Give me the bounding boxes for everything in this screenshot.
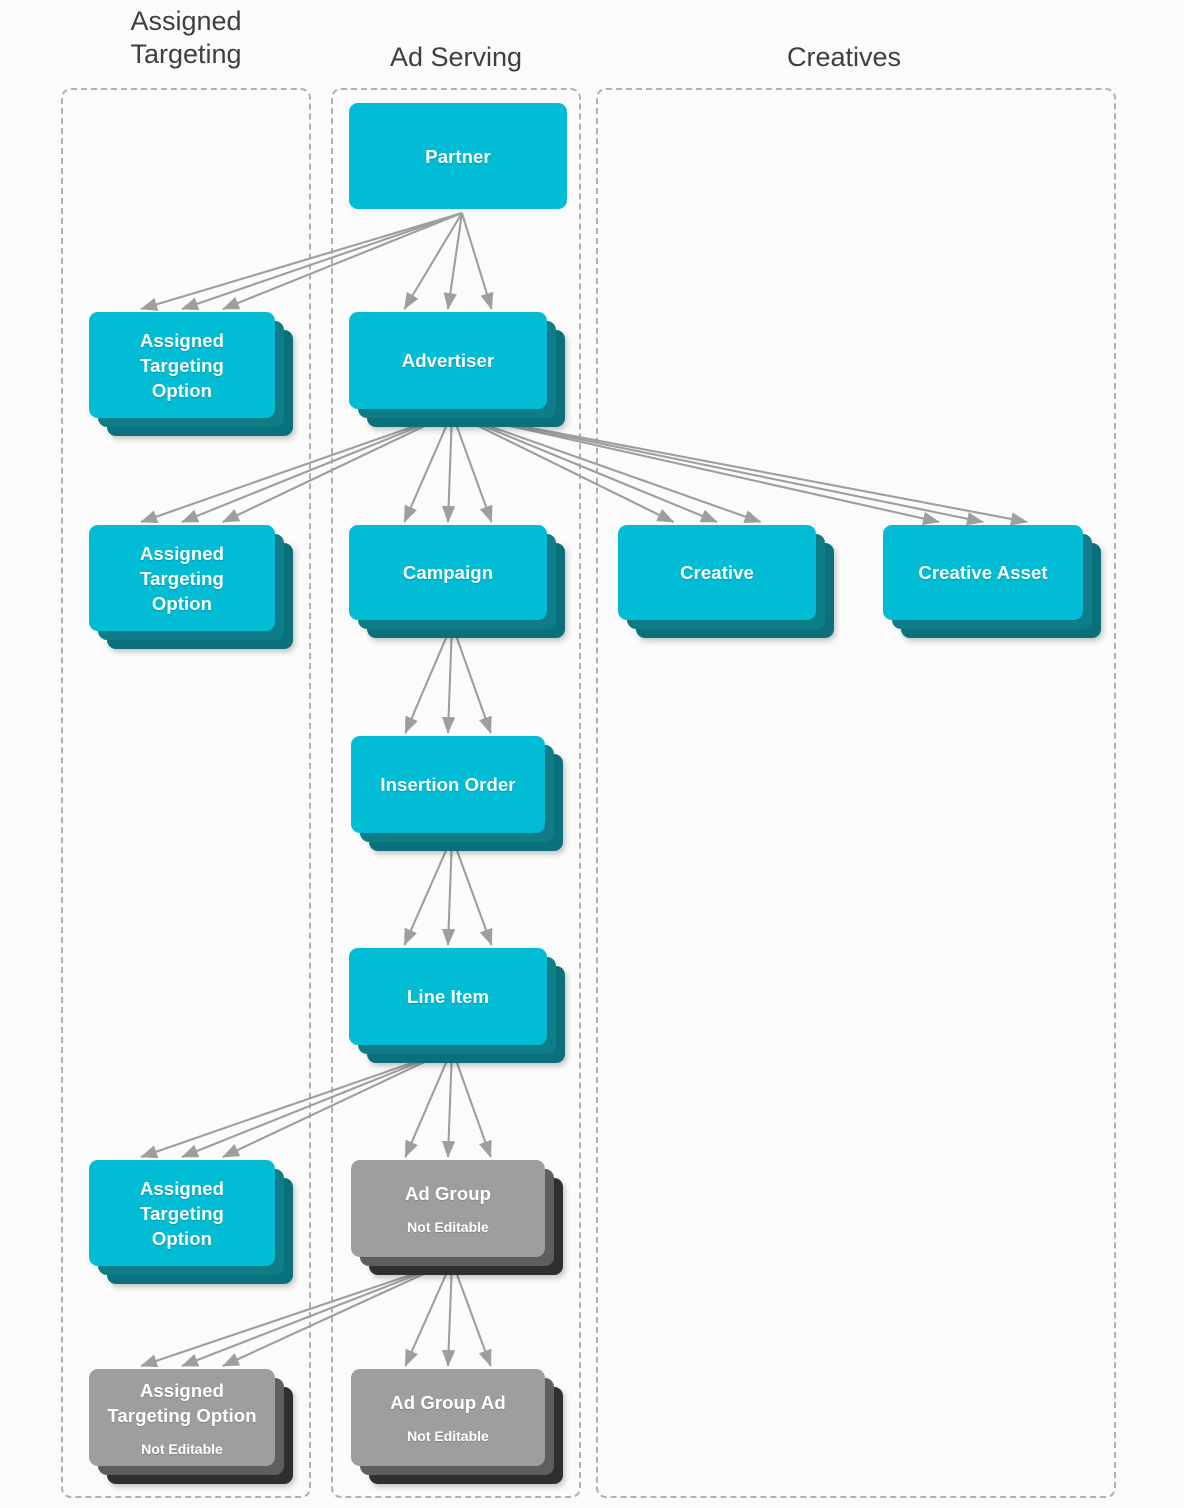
node-line-item[interactable]: Line Item xyxy=(349,948,565,1063)
node-title: Ad Group Ad xyxy=(390,1392,506,1413)
group-box-creatives xyxy=(596,88,1116,1498)
edge-advertiser-to-creative-asset xyxy=(451,411,940,526)
node-face[interactable]: Assigned Targeting Option xyxy=(89,312,275,418)
edge-ad-group-to-ad-group-ad xyxy=(404,1260,453,1367)
node-face[interactable]: Advertiser xyxy=(349,312,547,409)
edge-advertiser-to-campaign xyxy=(451,412,493,523)
node-title: Assigned Targeting Option xyxy=(139,542,225,614)
column-title-assigned-targeting: Assigned Targeting xyxy=(130,6,242,69)
edge-advertiser-to-ato-advertiser xyxy=(222,412,453,523)
node-title: Assigned Targeting Option xyxy=(139,1177,225,1249)
edge-advertiser-to-creative xyxy=(451,412,762,524)
edge-line-item-to-ato-line-item xyxy=(222,1048,453,1158)
edge-ad-group-to-ato-ad-group xyxy=(181,1260,453,1367)
edge-advertiser-to-creative-asset xyxy=(451,411,1028,526)
group-box-ad-serving xyxy=(331,88,581,1498)
edge-ad-group-to-ato-ad-group xyxy=(140,1260,453,1368)
node-insertion-order[interactable]: Insertion Order xyxy=(351,736,563,851)
edge-advertiser-to-creative-asset xyxy=(451,411,984,526)
edge-line-item-to-ato-line-item xyxy=(140,1048,453,1159)
node-title: Creative Asset xyxy=(918,562,1048,583)
node-face[interactable]: Assigned Targeting Option xyxy=(89,525,275,631)
edge-advertiser-to-campaign xyxy=(403,412,453,523)
edge-partner-to-ato-partner xyxy=(181,212,463,311)
node-title: Ad Group xyxy=(404,1183,492,1204)
node-advertiser[interactable]: Advertiser xyxy=(349,312,565,427)
edge-insertion-order-to-line-item xyxy=(403,836,453,946)
node-face[interactable]: Campaign xyxy=(349,525,547,620)
node-creative-asset[interactable]: Creative Asset xyxy=(883,525,1101,638)
edge-line-item-to-ato-line-item xyxy=(181,1048,453,1158)
edge-ad-group-to-ato-ad-group xyxy=(222,1260,453,1367)
node-ato-partner[interactable]: Assigned Targeting Option xyxy=(89,312,293,436)
node-title: Assigned Targeting Option xyxy=(107,1379,257,1426)
node-face[interactable]: Insertion Order xyxy=(351,736,545,833)
node-face[interactable]: Creative xyxy=(618,525,816,620)
node-campaign[interactable]: Campaign xyxy=(349,525,565,638)
node-face[interactable]: Assigned Targeting Option xyxy=(89,1160,275,1266)
edge-campaign-to-insertion-order xyxy=(451,623,492,734)
column-title-creatives: Creatives xyxy=(786,42,902,72)
edge-advertiser-to-creative xyxy=(451,412,675,523)
node-title: Insertion Order xyxy=(380,774,516,795)
edge-partner-to-advertiser xyxy=(460,212,494,310)
node-face[interactable]: Creative Asset xyxy=(883,525,1083,620)
edge-partner-to-ato-partner xyxy=(222,212,463,310)
edge-advertiser-to-ato-advertiser xyxy=(140,412,453,524)
node-title: Campaign xyxy=(402,562,494,583)
edge-partner-to-advertiser xyxy=(403,212,463,310)
node-ato-advertiser[interactable]: Assigned Targeting Option xyxy=(89,525,293,649)
edge-line-item-to-ad-group xyxy=(451,1048,492,1158)
group-box-assigned-targeting xyxy=(61,88,311,1498)
node-face[interactable]: Line Item xyxy=(349,948,547,1045)
edge-line-item-to-ad-group xyxy=(441,1048,456,1158)
edge-campaign-to-insertion-order xyxy=(441,623,456,734)
node-not-editable-label: Not Editable xyxy=(141,1440,223,1457)
node-title: Creative xyxy=(680,562,754,583)
edge-ad-group-to-ad-group-ad xyxy=(451,1260,492,1367)
edge-insertion-order-to-line-item xyxy=(451,836,493,946)
node-title: Partner xyxy=(425,145,491,167)
column-title-ad-serving: Ad Serving xyxy=(389,42,523,72)
node-not-editable-label: Not Editable xyxy=(407,1219,489,1235)
node-title: Advertiser xyxy=(401,350,495,371)
node-ato-line-item[interactable]: Assigned Targeting Option xyxy=(89,1160,293,1284)
node-not-editable-label: Not Editable xyxy=(407,1428,489,1444)
node-title: Assigned Targeting Option xyxy=(139,329,225,401)
node-face[interactable]: Ad Group Ad Not Editable xyxy=(351,1369,545,1466)
node-ad-group-ad[interactable]: Ad Group Ad Not Editable xyxy=(351,1369,563,1484)
node-partner[interactable]: Partner xyxy=(349,103,567,209)
edge-advertiser-to-creative xyxy=(451,412,718,523)
node-face[interactable]: Partner xyxy=(349,103,567,209)
edge-advertiser-to-campaign xyxy=(441,412,456,523)
node-title: Line Item xyxy=(406,986,490,1007)
edge-partner-to-ato-partner xyxy=(140,211,463,311)
edge-ad-group-to-ad-group-ad xyxy=(441,1260,456,1367)
node-creative[interactable]: Creative xyxy=(618,525,834,638)
edge-insertion-order-to-line-item xyxy=(441,836,456,946)
edge-campaign-to-insertion-order xyxy=(404,623,453,734)
edge-line-item-to-ad-group xyxy=(404,1048,453,1158)
edge-advertiser-to-ato-advertiser xyxy=(181,412,453,523)
edge-partner-to-advertiser xyxy=(443,212,464,310)
